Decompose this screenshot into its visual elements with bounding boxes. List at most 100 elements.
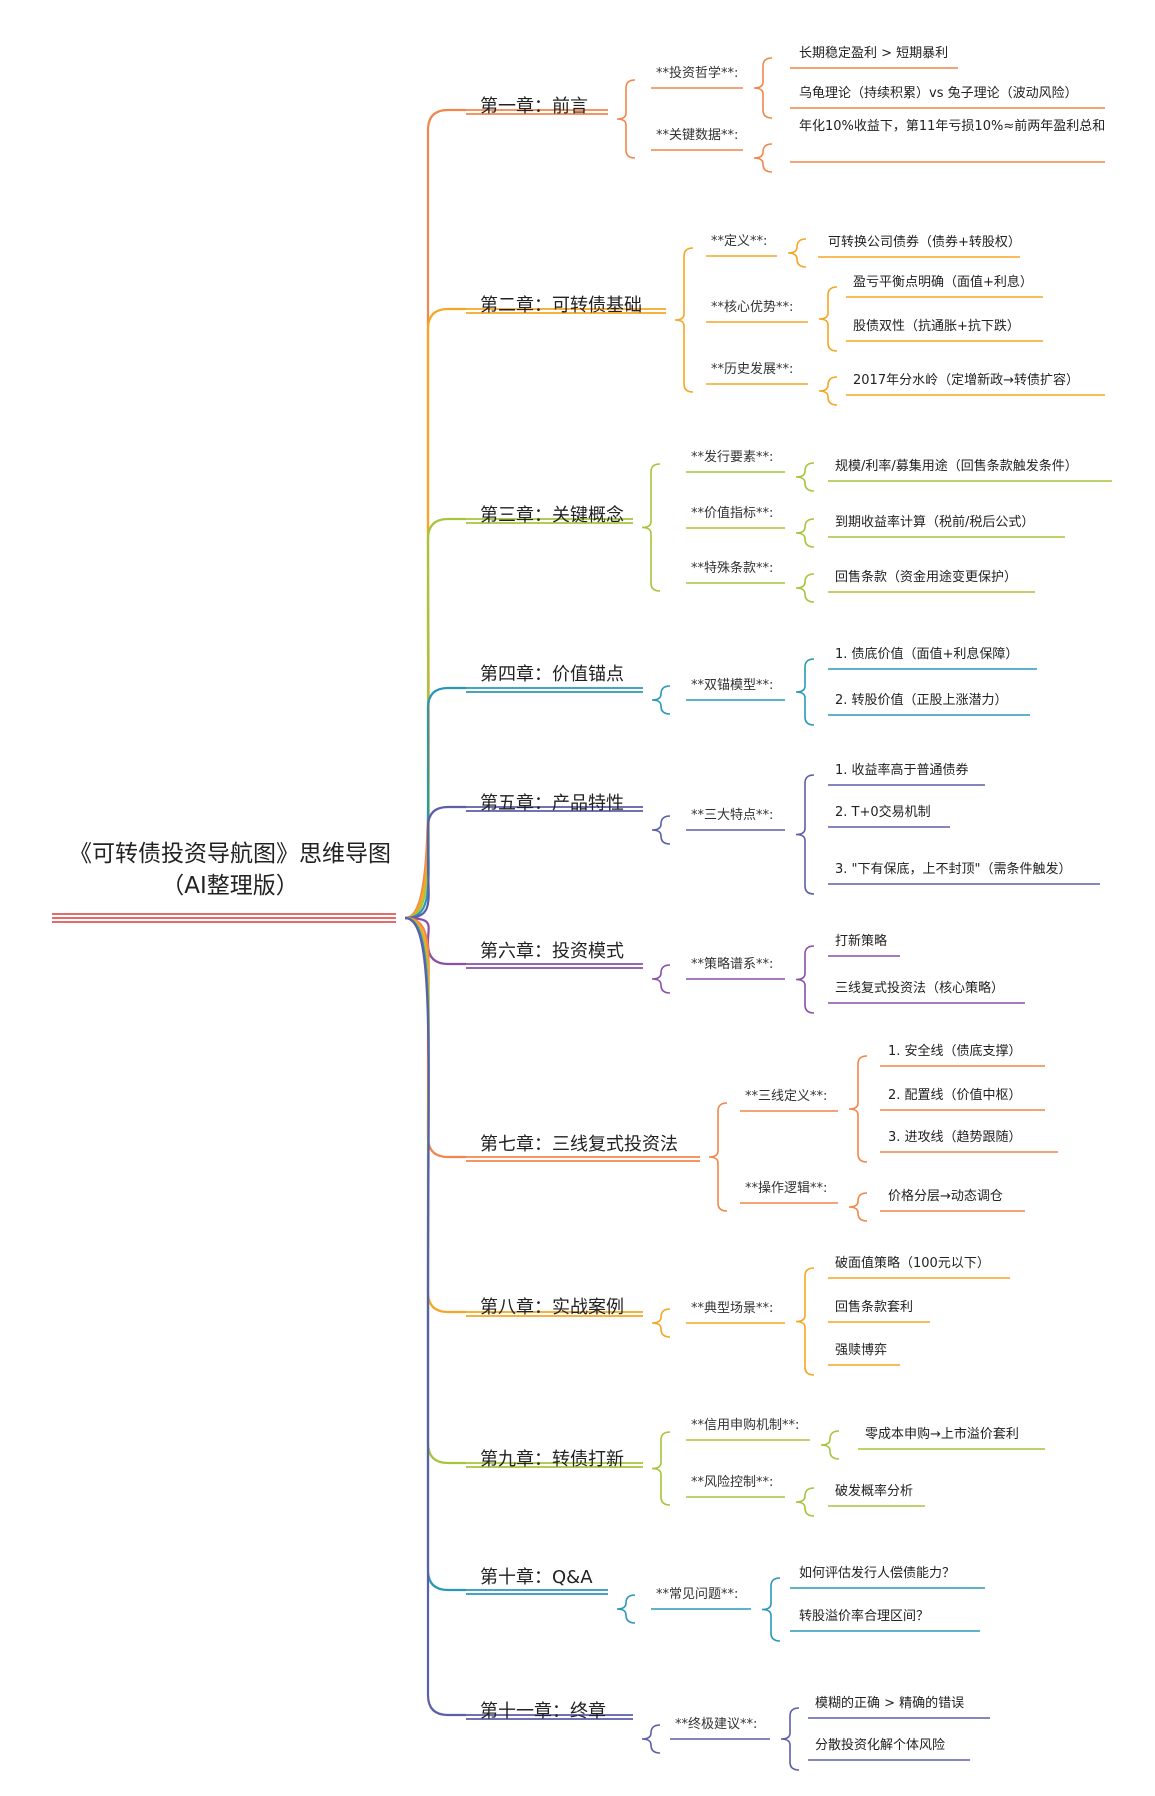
- branch-line: [404, 307, 466, 920]
- category-brace: [753, 57, 773, 119]
- category-label: **投资哲学**:: [656, 66, 739, 81]
- leaf-label: 盈亏平衡点明确（面值+利息）: [853, 275, 1033, 290]
- category-label: **发行要素**:: [691, 450, 774, 465]
- leaf-label: 三线复式投资法（核心策略）: [835, 981, 1005, 996]
- category-brace: [787, 238, 807, 268]
- leaf-label: 回售条款（资金用途变更保护）: [835, 570, 1018, 585]
- category-brace: [761, 1577, 781, 1642]
- chapter-brace: [616, 79, 636, 159]
- branch-line: [404, 916, 466, 1592]
- category-brace: [820, 1430, 840, 1460]
- category-label: **终极建议**:: [675, 1717, 758, 1732]
- leaf-label: 1. 安全线（债底支撑）: [888, 1044, 1022, 1059]
- chapter-brace: [651, 1431, 671, 1506]
- category-label: **价值指标**:: [691, 506, 774, 521]
- chapter-title: 第八章：实战案例: [480, 1297, 624, 1318]
- category-label: **特殊条款**:: [691, 561, 774, 576]
- category-label: **典型场景**:: [691, 1301, 774, 1316]
- category-label: **定义**:: [711, 234, 768, 249]
- branch-line: [404, 686, 466, 920]
- chapter-brace: [651, 815, 671, 845]
- category-brace: [753, 143, 773, 173]
- chapter-title: 第六章：投资模式: [480, 941, 624, 962]
- leaf-label: 分散投资化解个体风险: [815, 1738, 946, 1753]
- category-brace: [795, 658, 815, 726]
- branch-line: [404, 916, 466, 1314]
- chapter-brace: [641, 1724, 661, 1754]
- leaf-label: 3. "下有保底，上不封顶"（需条件触发）: [835, 862, 1072, 877]
- leaf-label: 1. 债底价值（面值+利息保障）: [835, 647, 1019, 662]
- category-label: **策略谱系**:: [691, 957, 774, 972]
- category-brace: [795, 774, 815, 895]
- category-label: **双锚模型**:: [691, 678, 774, 693]
- category-label: **关键数据**:: [656, 128, 739, 143]
- category-brace: [795, 1267, 815, 1376]
- leaf-label: 规模/利率/募集用途（回售条款触发条件）: [835, 459, 1078, 474]
- chapter-brace: [708, 1102, 728, 1212]
- chapter-brace: [651, 685, 671, 715]
- leaf-label: 转股溢价率合理区间？: [799, 1609, 930, 1624]
- category-brace: [795, 945, 815, 1014]
- category-brace: [795, 518, 815, 548]
- chapter-title: 第七章：三线复式投资法: [480, 1134, 678, 1155]
- root-title: 《可转债投资导航图》思维导图（AI整理版）: [69, 841, 391, 899]
- leaf-label: 1. 收益率高于普通债券: [835, 763, 969, 778]
- leaf-label: 破发概率分析: [835, 1484, 914, 1499]
- leaf-label: 2017年分水岭（定增新政→转债扩容）: [853, 373, 1079, 388]
- category-brace: [818, 376, 838, 406]
- category-brace: [848, 1055, 868, 1163]
- chapter-title: 第九章：转债打新: [480, 1449, 624, 1470]
- leaf-label: 到期收益率计算（税前/税后公式）: [835, 515, 1035, 530]
- chapter-title: 第三章：关键概念: [480, 505, 624, 526]
- leaf-label: 回售条款套利: [835, 1300, 914, 1315]
- category-label: **核心优势**:: [711, 300, 794, 315]
- chapter-brace: [641, 463, 661, 592]
- chapter-brace: [651, 1308, 671, 1338]
- category-brace: [780, 1707, 800, 1771]
- leaf-label: 2. 配置线（价值中枢）: [888, 1088, 1022, 1103]
- category-label: **三线定义**:: [745, 1089, 828, 1104]
- chapter-title: 第一章：前言: [480, 96, 588, 117]
- leaf-label: 可转换公司债券（债券+转股权）: [828, 235, 1021, 250]
- leaf-label: 年化10%收益下，第11年亏损10%≈前两年盈利总和: [799, 119, 1106, 134]
- chapter-title: 第二章：可转债基础: [480, 295, 642, 316]
- chapter-brace: [651, 964, 671, 994]
- leaf-label: 模糊的正确 > 精确的错误: [815, 1696, 965, 1711]
- leaf-label: 长期稳定盈利 > 短期暴利: [799, 46, 949, 61]
- leaf-label: 破面值策略（100元以下）: [835, 1256, 990, 1271]
- leaf-label: 股债双性（抗通胀+抗下跌）: [853, 319, 1020, 334]
- chapter-title: 第十一章：终章: [480, 1701, 606, 1722]
- category-label: **常见问题**:: [656, 1587, 739, 1602]
- category-brace: [795, 462, 815, 492]
- category-brace: [848, 1192, 868, 1222]
- branch-line: [404, 805, 466, 920]
- branch-line: [404, 916, 466, 1465]
- category-brace: [795, 573, 815, 603]
- category-brace: [818, 286, 838, 352]
- category-label: **信用申购机制**:: [691, 1418, 800, 1433]
- chapter-title: 第四章：价值锚点: [480, 664, 624, 685]
- branch-line: [404, 108, 466, 920]
- chapter-title: 第十章：Q&A: [480, 1567, 593, 1588]
- leaf-label: 强赎博弈: [835, 1343, 888, 1358]
- leaf-label: 2. 转股价值（正股上涨潜力）: [835, 693, 1008, 708]
- category-brace: [795, 1487, 815, 1517]
- branch-line: [404, 916, 466, 1717]
- category-label: **历史发展**:: [711, 362, 794, 377]
- chapter-brace: [616, 1594, 636, 1624]
- leaf-label: 零成本申购→上市溢价套利: [865, 1427, 1019, 1442]
- chapter-title: 第五章：产品特性: [480, 793, 624, 814]
- category-label: **操作逻辑**:: [745, 1181, 828, 1196]
- chapter-brace: [674, 247, 694, 393]
- leaf-label: 2. T+0交易机制: [835, 805, 931, 820]
- leaf-label: 如何评估发行人偿债能力？: [799, 1566, 956, 1581]
- leaf-label: 打新策略: [835, 934, 888, 949]
- category-label: **风险控制**:: [691, 1475, 774, 1490]
- branch-line: [404, 517, 466, 920]
- leaf-label: 乌龟理论（持续积累）vs 兔子理论（波动风险）: [799, 86, 1078, 101]
- category-label: **三大特点**:: [691, 808, 774, 823]
- leaf-label: 价格分层→动态调仓: [888, 1189, 1003, 1204]
- leaf-label: 3. 进攻线（趋势跟随）: [888, 1130, 1022, 1145]
- branch-line: [404, 916, 466, 1159]
